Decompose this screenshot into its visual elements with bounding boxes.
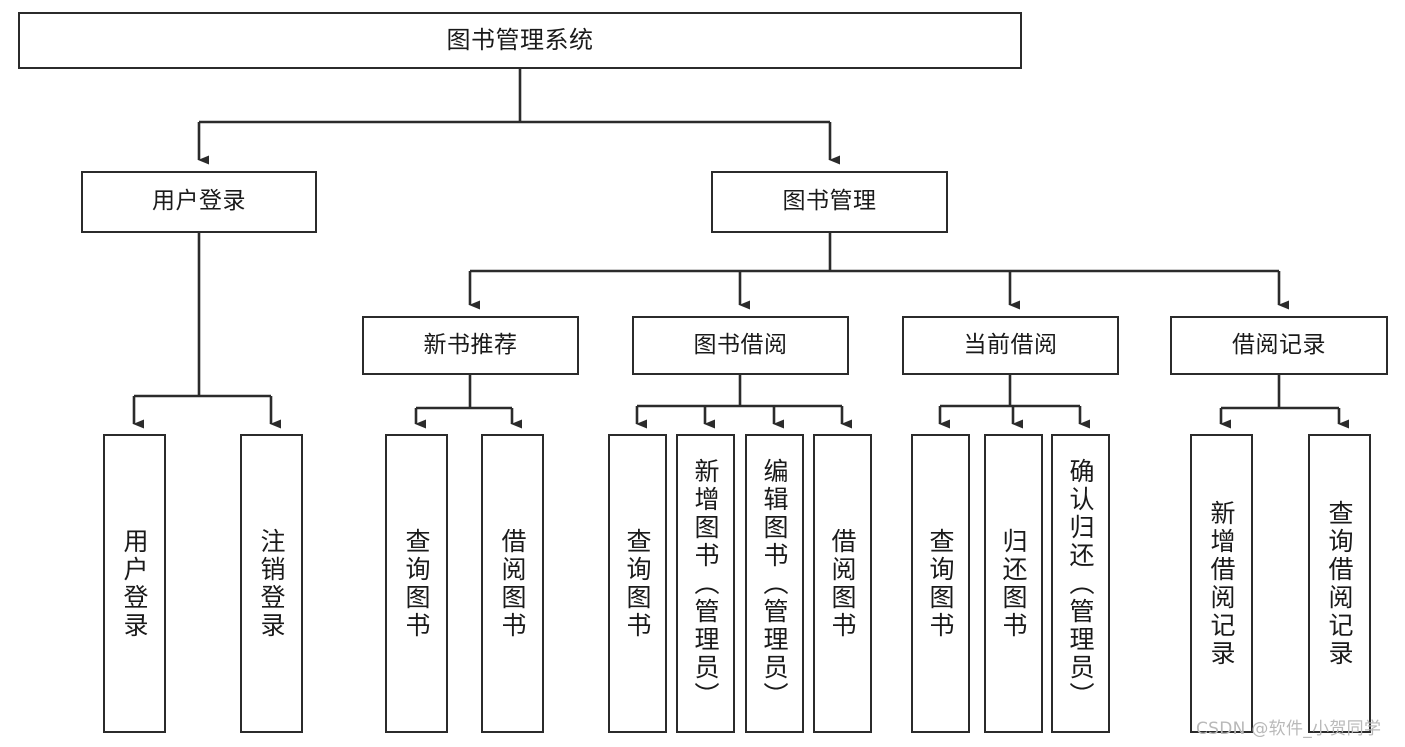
node-leaf-add-borrow-record-label: 新增借阅记录 [1207, 499, 1236, 668]
node-leaf-return-book-label: 归还图书 [999, 527, 1028, 640]
node-user-login[interactable]: 用户登录 [81, 171, 317, 233]
node-leaf-logout-login[interactable]: 注销登录 [240, 434, 303, 733]
node-book-manage[interactable]: 图书管理 [711, 171, 948, 233]
node-leaf-edit-book-admin-label: 编辑图书（管理员） [760, 457, 789, 710]
node-new-book-recommend[interactable]: 新书推荐 [362, 316, 579, 375]
node-borrow-record-label: 借阅记录 [1232, 331, 1326, 358]
node-leaf-user-login[interactable]: 用户登录 [103, 434, 166, 733]
node-leaf-confirm-return-admin[interactable]: 确认归还（管理员） [1051, 434, 1110, 733]
node-book-manage-label: 图书管理 [782, 188, 877, 215]
node-leaf-logout-login-label: 注销登录 [257, 527, 286, 640]
node-leaf-user-login-label: 用户登录 [120, 527, 149, 640]
node-leaf-query-book-1[interactable]: 查询图书 [385, 434, 448, 733]
node-leaf-query-book-3[interactable]: 查询图书 [911, 434, 970, 733]
node-leaf-borrow-book-2[interactable]: 借阅图书 [813, 434, 872, 733]
node-leaf-borrow-book-2-label: 借阅图书 [828, 527, 857, 640]
node-book-borrow[interactable]: 图书借阅 [632, 316, 849, 375]
node-leaf-query-book-2[interactable]: 查询图书 [608, 434, 667, 733]
node-leaf-return-book[interactable]: 归还图书 [984, 434, 1043, 733]
node-leaf-query-borrow-record-label: 查询借阅记录 [1325, 499, 1354, 668]
node-leaf-query-borrow-record[interactable]: 查询借阅记录 [1308, 434, 1371, 733]
node-current-borrow[interactable]: 当前借阅 [902, 316, 1119, 375]
node-leaf-query-book-1-label: 查询图书 [402, 527, 431, 640]
node-leaf-confirm-return-admin-label: 确认归还（管理员） [1066, 457, 1095, 710]
node-leaf-add-book-admin[interactable]: 新增图书（管理员） [676, 434, 735, 733]
node-leaf-add-borrow-record[interactable]: 新增借阅记录 [1190, 434, 1253, 733]
node-leaf-query-book-3-label: 查询图书 [926, 527, 955, 640]
csdn-watermark: CSDN @软件_小贺同学 [1196, 719, 1382, 739]
node-new-book-recommend-label: 新书推荐 [423, 331, 518, 358]
node-user-login-label: 用户登录 [152, 188, 246, 215]
node-leaf-borrow-book-1-label: 借阅图书 [498, 527, 527, 640]
node-leaf-borrow-book-1[interactable]: 借阅图书 [481, 434, 544, 733]
node-book-borrow-label: 图书借阅 [693, 331, 788, 358]
node-leaf-query-book-2-label: 查询图书 [623, 527, 652, 640]
node-leaf-edit-book-admin[interactable]: 编辑图书（管理员） [745, 434, 804, 733]
node-leaf-add-book-admin-label: 新增图书（管理员） [691, 457, 720, 710]
node-root-label: 图书管理系统 [446, 26, 594, 55]
node-current-borrow-label: 当前借阅 [963, 331, 1058, 358]
node-root[interactable]: 图书管理系统 [18, 12, 1022, 69]
node-borrow-record[interactable]: 借阅记录 [1170, 316, 1388, 375]
